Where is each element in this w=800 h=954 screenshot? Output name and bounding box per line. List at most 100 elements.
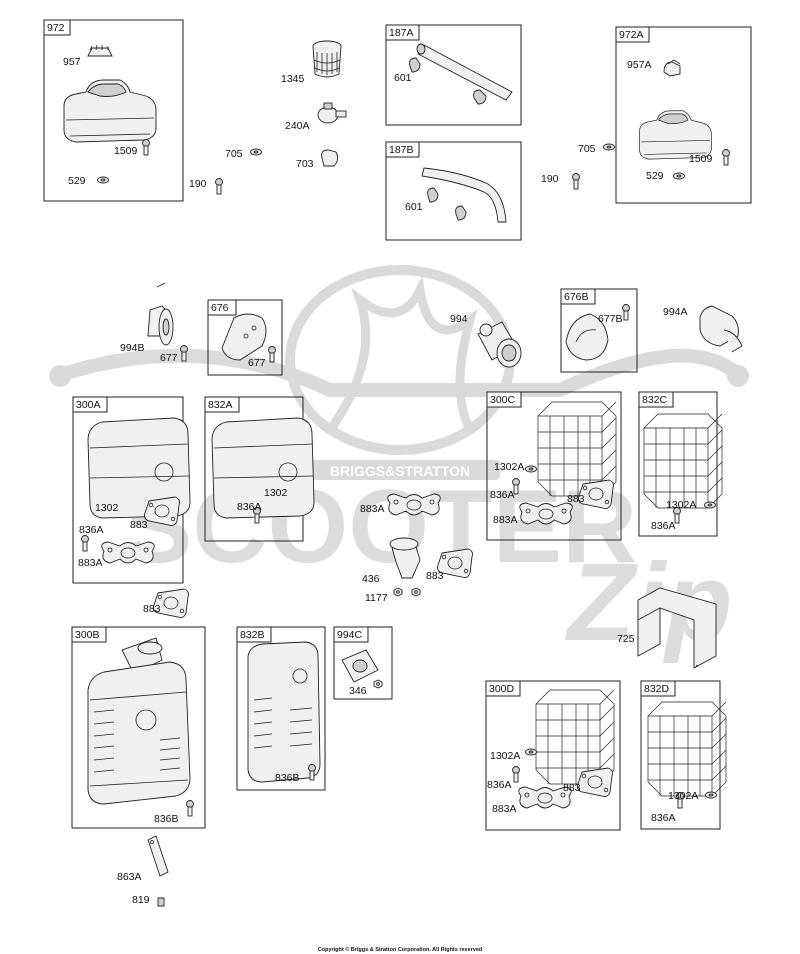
box-187a: 187A: [385, 24, 522, 126]
part-label: 819: [132, 894, 150, 906]
part-label: 883A: [492, 803, 517, 815]
part-label: 677B: [598, 313, 623, 325]
svg-text:832A: 832A: [208, 399, 233, 411]
svg-text:676B: 676B: [564, 291, 589, 303]
svg-text:300C: 300C: [490, 394, 516, 406]
part-label: 1509: [689, 153, 713, 165]
bolt-icon: [142, 139, 150, 156]
washer-icon: [673, 172, 685, 180]
box-300a: 300A: [72, 396, 184, 584]
leader-line: [156, 282, 166, 288]
fuel-filter-icon: [312, 40, 342, 78]
screw-icon: [180, 345, 188, 362]
part-label: 705: [578, 143, 596, 155]
part-label: 1302A: [494, 461, 524, 473]
bolt-icon: [81, 535, 89, 552]
bracket-plate-icon: [147, 835, 169, 877]
part-label: 836A: [651, 812, 676, 824]
part-label: 957: [63, 56, 81, 68]
svg-text:300D: 300D: [489, 683, 515, 695]
part-label: 677: [248, 357, 266, 369]
part-label: 240A: [285, 120, 310, 132]
watermark-brand-text: BRIGGS&STRATTON: [330, 463, 470, 479]
svg-text:676: 676: [211, 302, 229, 314]
part-label: 883A: [360, 503, 385, 515]
gasket-icon: [577, 767, 613, 797]
part-label: 836A: [651, 520, 676, 532]
marker-dot: [696, 665, 698, 667]
washer-icon: [250, 148, 262, 156]
exhaust-deflector-icon: [699, 305, 743, 353]
fuel-tank-icon: [639, 110, 712, 160]
part-label: 1302A: [490, 750, 520, 762]
part-label: 836A: [487, 779, 512, 791]
nut-icon: [373, 679, 383, 689]
part-label: 836B: [275, 772, 300, 784]
svg-text:300B: 300B: [75, 629, 100, 641]
gasket-icon: [387, 493, 441, 516]
part-label: 836A: [79, 524, 104, 536]
heat-shield-icon: [565, 313, 609, 361]
part-label: 1302: [95, 502, 119, 514]
box-832b: 832B: [236, 626, 326, 791]
svg-text:187A: 187A: [389, 27, 414, 39]
part-label: 601: [394, 72, 412, 84]
gasket-icon: [519, 502, 573, 525]
washer-icon: [525, 465, 537, 473]
part-label: 836B: [154, 813, 179, 825]
washer-icon: [525, 748, 537, 756]
svg-text:972: 972: [47, 22, 65, 34]
part-label: 957A: [627, 59, 652, 71]
part-label: 883: [567, 493, 585, 505]
box-300c: 300C: [486, 391, 622, 541]
part-label: 883A: [493, 514, 518, 526]
clamp-icon: [321, 149, 339, 167]
part-label: 994: [450, 313, 468, 325]
spark-arrestor-screen-icon: [147, 305, 174, 346]
part-label: 677: [160, 352, 178, 364]
part-label: 703: [296, 158, 314, 170]
part-label: 529: [646, 170, 664, 182]
box-300b: 300B: [71, 626, 206, 829]
bolt-icon: [512, 766, 520, 783]
svg-text:300A: 300A: [76, 399, 101, 411]
part-label: 705: [225, 148, 243, 160]
fuel-cap-icon: [87, 44, 113, 57]
fuel-line-icon: [421, 167, 507, 223]
copyright-notice: Copyright © Briggs & Stratton Corporatio…: [318, 946, 483, 953]
part-label: 883: [563, 782, 581, 794]
part-label: 601: [405, 201, 423, 213]
box-300d: 300D: [485, 680, 621, 831]
part-label: 1302: [264, 487, 288, 499]
part-label: 190: [189, 178, 207, 190]
box-972: 972: [43, 19, 184, 202]
hose-clamp-icon: [455, 205, 467, 221]
part-label: 863A: [117, 871, 142, 883]
watermark: BRIGGS&STRATTON SCOOTER Zip: [49, 265, 749, 664]
fuel-cap-icon: [663, 59, 681, 77]
box-832c: 832C: [638, 391, 718, 537]
box-972a: 972A: [615, 26, 752, 204]
muffler-icon: [87, 637, 191, 805]
spark-arrestor-cage-icon: [643, 413, 723, 509]
part-label: 994A: [663, 306, 688, 318]
svg-text:187B: 187B: [389, 144, 414, 156]
watermark-wordmark-text: SCOOTER: [123, 469, 637, 585]
washer-icon: [704, 501, 716, 509]
screw-icon: [622, 304, 630, 321]
part-label: 883: [426, 570, 444, 582]
svg-text:832C: 832C: [642, 394, 668, 406]
hose-clamp-icon: [409, 57, 421, 73]
part-label: 883: [143, 603, 161, 615]
washer-icon: [603, 143, 615, 151]
rivet-icon: [157, 897, 165, 907]
bolt-icon: [215, 178, 223, 195]
heat-shield-bracket-icon: [637, 587, 717, 669]
part-label: 1302A: [666, 499, 696, 511]
exhaust-pipe-icon: [477, 321, 522, 368]
bolt-icon: [186, 800, 194, 817]
part-label: 1345: [281, 73, 305, 85]
svg-text:832D: 832D: [644, 683, 670, 695]
svg-text:832B: 832B: [240, 629, 265, 641]
